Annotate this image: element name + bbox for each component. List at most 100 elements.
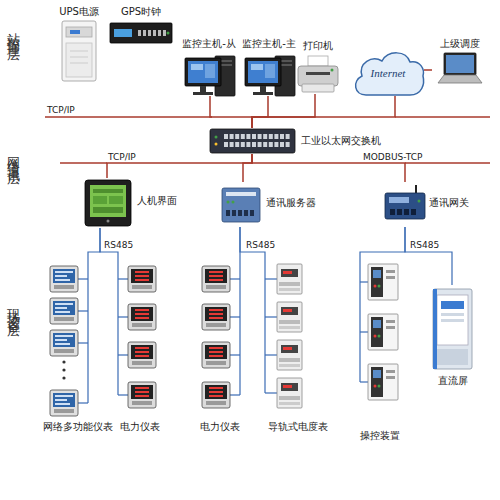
- rail-meter-terminal: [279, 396, 300, 400]
- protocol-label: RS485: [246, 240, 275, 251]
- meter-screen: [131, 385, 153, 399]
- rs485-stub: [118, 394, 128, 395]
- dc-base: [437, 349, 468, 365]
- rs485-stub: [360, 331, 368, 332]
- rail-meter-screen: [281, 269, 298, 277]
- rail-meter-terminal: [279, 320, 300, 324]
- device-node: 监控主机-主: [238, 38, 300, 96]
- bus-connector: [424, 69, 432, 71]
- device-node: 直流屏: [425, 285, 480, 389]
- gateway-port: [397, 209, 402, 215]
- monitor-frame: [245, 58, 281, 86]
- switch-port: [269, 142, 273, 147]
- device-led: [418, 200, 421, 203]
- rail-meter-body: [277, 264, 302, 294]
- layer-label: 现场设备层: [6, 298, 20, 318]
- col-icon: [38, 258, 118, 418]
- device-node: 导轨式电度表: [255, 258, 340, 436]
- meter-digit: [209, 391, 223, 393]
- device-led: [227, 201, 230, 204]
- switch-port: [258, 134, 262, 139]
- meter-digit: [135, 275, 149, 277]
- dc-door: [437, 295, 468, 345]
- meter-reading: [55, 307, 67, 309]
- meter-screen: [205, 269, 227, 283]
- meter-reading: [55, 343, 70, 345]
- gps-button: [138, 30, 141, 36]
- dc-part: [441, 319, 464, 322]
- ups-door: [66, 43, 92, 77]
- device-node: GPS时钟: [108, 6, 174, 48]
- printer-slot: [306, 72, 330, 75]
- meter-digit: [209, 387, 223, 389]
- device-label: 操控装置: [350, 430, 410, 442]
- ellipsis-dot: [62, 376, 65, 379]
- hmi-bezel: [85, 180, 131, 226]
- control-part: [386, 276, 395, 279]
- device-led: [378, 385, 381, 388]
- device-led: [167, 32, 170, 35]
- meter-digit: [209, 275, 223, 277]
- dc-part: [441, 313, 464, 316]
- tcp-bus-line: [405, 162, 490, 164]
- meter-body: [128, 266, 156, 292]
- server-label-strip: [226, 192, 256, 196]
- device-led: [378, 335, 381, 338]
- col-icon: [110, 258, 170, 418]
- meter-keys: [54, 409, 74, 413]
- meter-digit: [209, 395, 223, 397]
- meter-reading: [55, 399, 67, 401]
- meter-reading: [55, 271, 73, 273]
- device-label: 电力仪表: [110, 421, 170, 433]
- control-body: [368, 364, 398, 400]
- server-port: [226, 210, 230, 216]
- device-node: 通讯服务器: [222, 182, 322, 227]
- meter-digit: [135, 279, 149, 281]
- printer-icon: [296, 56, 340, 94]
- meter-screen: [205, 385, 227, 399]
- meter-screen: [53, 269, 75, 283]
- switch-port: [263, 142, 267, 147]
- meter-digit: [209, 309, 223, 311]
- rs485-stub: [78, 278, 88, 279]
- rail-meter-screen: [281, 307, 298, 315]
- gateway-port: [411, 209, 416, 215]
- rail-meter-terminal: [279, 358, 300, 362]
- meter-digit: [135, 387, 149, 389]
- rail-meter-body: [277, 378, 302, 408]
- device-led: [331, 69, 334, 72]
- tcp-bus-line: [395, 116, 490, 118]
- device-label: 直流屏: [425, 375, 480, 387]
- ups-icon: [62, 21, 96, 81]
- meter-keys: [206, 401, 226, 405]
- gateway-icon: [385, 185, 425, 225]
- switch-port: [241, 134, 245, 139]
- switch-port: [274, 134, 278, 139]
- device-node: 电力仪表: [110, 258, 170, 436]
- rs485-stub: [230, 394, 240, 395]
- server-body: [222, 188, 260, 222]
- rs485-stub: [360, 381, 368, 382]
- bus-connector: [252, 154, 405, 182]
- device-label: 上级调度: [432, 38, 488, 50]
- gps-button: [153, 30, 156, 36]
- bus-connector: [252, 96, 268, 128]
- meter-keys: [132, 323, 152, 327]
- laptop-lid: [444, 53, 476, 75]
- bus-connector: [210, 96, 252, 128]
- device-label: 监控主机-从: [178, 38, 240, 50]
- laptop-icon: [436, 53, 484, 87]
- control-panel: [371, 267, 383, 297]
- meter-digit: [135, 355, 149, 357]
- rs485-stub: [118, 278, 128, 279]
- gateway-body: [385, 193, 425, 219]
- monitor-stand: [260, 86, 266, 92]
- meter-digit: [135, 347, 149, 349]
- monitor-base: [253, 92, 273, 95]
- device-led: [374, 285, 377, 288]
- device-node: UPS电源: [56, 6, 102, 86]
- meter-body: [202, 342, 230, 368]
- control-screen: [373, 320, 381, 328]
- layer-label: 网络通讯层: [6, 146, 20, 166]
- switch-port: [235, 134, 239, 139]
